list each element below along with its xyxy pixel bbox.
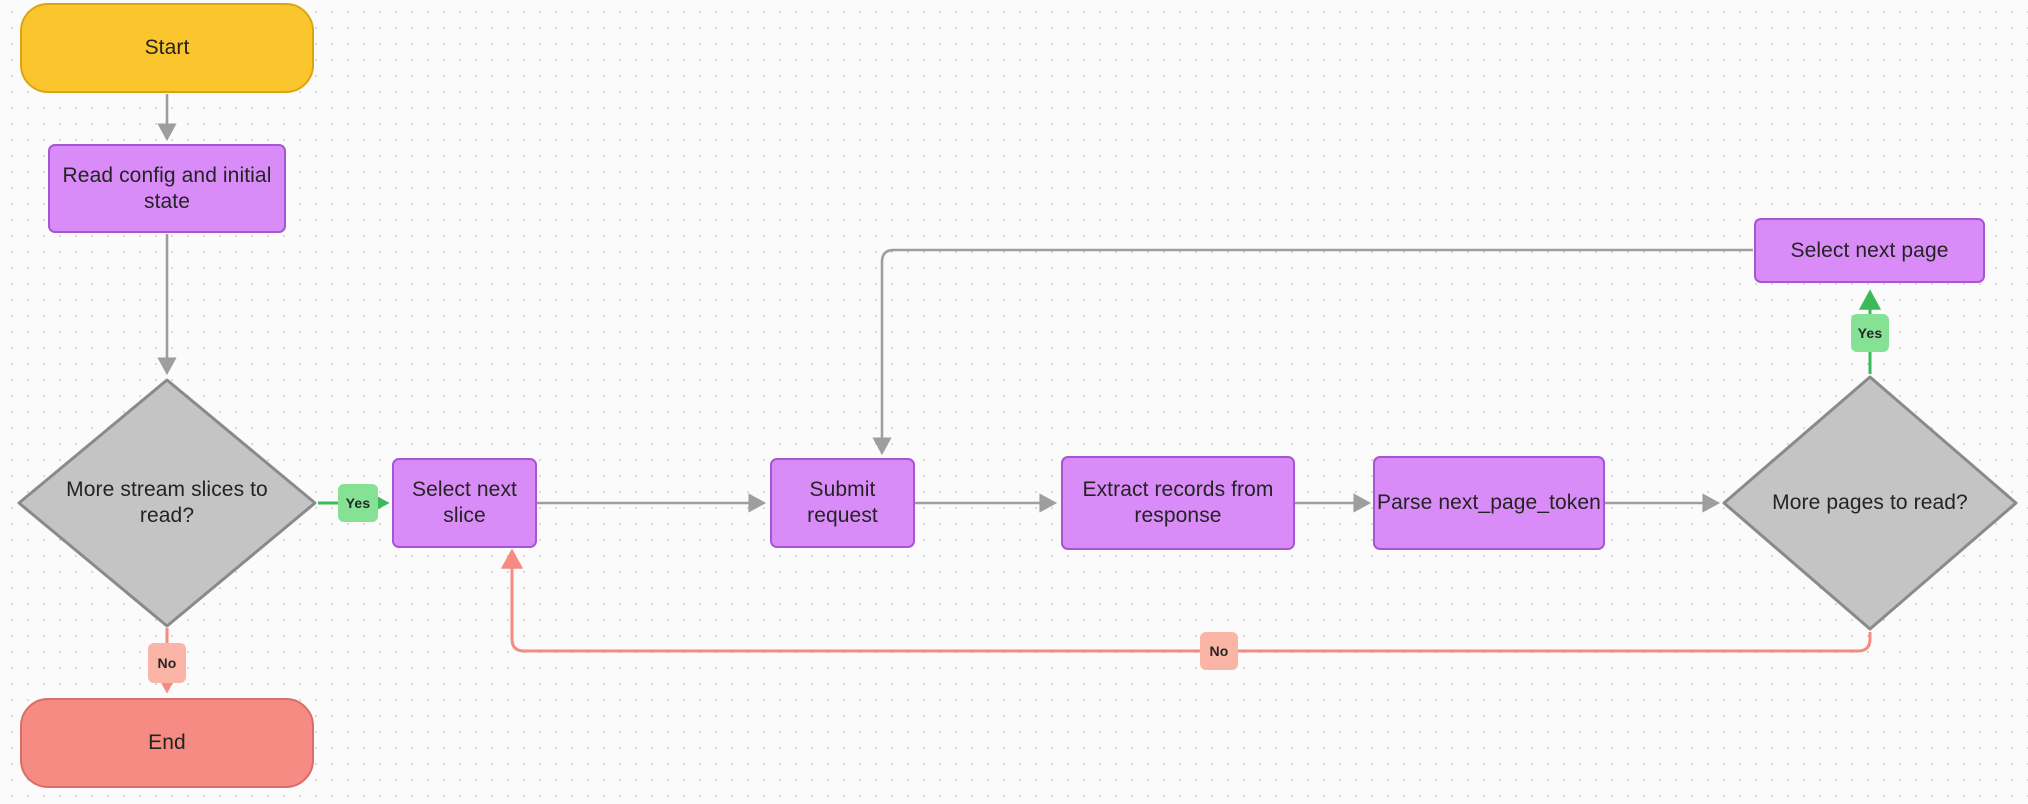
edge-label-text: Yes — [1857, 325, 1883, 341]
node-more-stream-slices-label: More stream slices to read? — [66, 478, 268, 527]
node-more-pages-label: More pages to read? — [1772, 491, 1968, 515]
edge-label-yes-more-slices[interactable]: Yes — [338, 484, 378, 522]
node-parse-next-page-token[interactable]: Parse next_page_token — [1373, 456, 1605, 550]
node-start-label: Start — [144, 36, 190, 60]
node-end-label: End — [148, 731, 186, 755]
node-select-next-slice[interactable]: Select next slice — [392, 458, 537, 548]
node-read-config-and-initial-state[interactable]: Read config and initial state — [48, 144, 286, 233]
node-read-config-label: Read config and initial state — [62, 163, 272, 213]
node-more-stream-slices-to-read[interactable]: More stream slices to read? — [17, 378, 317, 628]
node-parse-next-page-token-label: Parse next_page_token — [1377, 491, 1601, 515]
edge-label-text: Yes — [345, 495, 371, 511]
node-extract-records-label: Extract records from response — [1082, 478, 1274, 527]
node-start[interactable]: Start — [20, 3, 314, 93]
node-end[interactable]: End — [20, 698, 314, 788]
diamond-shape — [17, 378, 317, 628]
edge-select-page-to-submit-request — [872, 248, 1753, 456]
node-select-next-slice-label: Select next slice — [412, 478, 517, 527]
node-more-pages-to-read[interactable]: More pages to read? — [1722, 375, 2018, 631]
edge-label-text: No — [157, 655, 177, 671]
node-extract-records-from-response[interactable]: Extract records from response — [1061, 456, 1295, 550]
edge-label-text: No — [1209, 643, 1229, 659]
node-submit-request-label: Submit request — [807, 478, 878, 527]
node-submit-request[interactable]: Submit request — [770, 458, 915, 548]
edge-more-pages-no-to-select-slice — [500, 548, 1872, 653]
node-select-next-page[interactable]: Select next page — [1754, 218, 1985, 283]
edge-label-no-more-slices[interactable]: No — [148, 643, 186, 683]
node-select-next-page-label: Select next page — [1790, 238, 1949, 262]
edge-label-no-more-pages[interactable]: No — [1200, 632, 1238, 670]
edge-label-yes-more-pages[interactable]: Yes — [1851, 314, 1889, 352]
